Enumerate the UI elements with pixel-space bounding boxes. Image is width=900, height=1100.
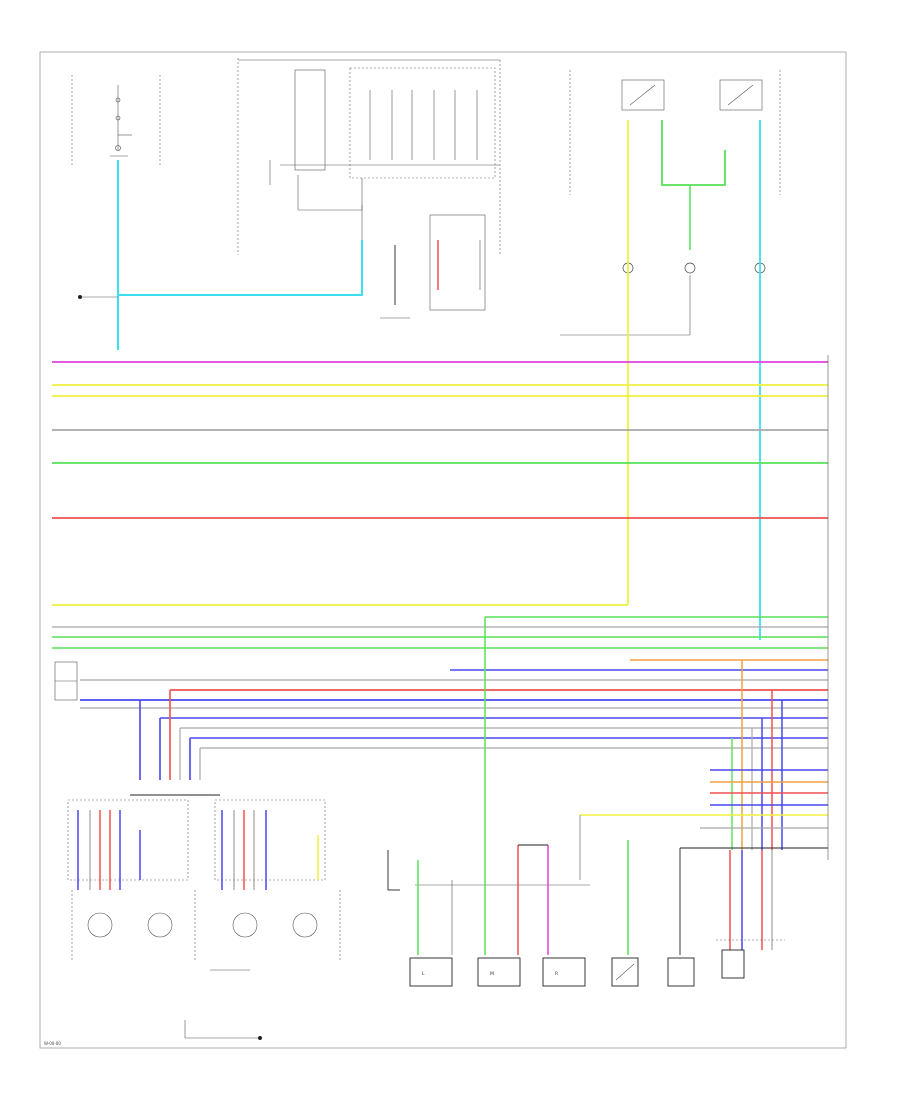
switch-box-4 <box>611 957 639 987</box>
switch-box-5 <box>667 957 695 987</box>
switch-group-left <box>67 799 196 960</box>
sensor-box-3 <box>542 957 586 987</box>
sensor-block-center <box>380 214 486 319</box>
fuse-block-top-left <box>71 75 161 165</box>
sensor-box-2 <box>477 957 521 987</box>
svg-text:L: L <box>422 971 425 977</box>
harness-right-drop <box>580 660 828 850</box>
diagram-frame <box>39 51 847 1049</box>
harness-lower <box>80 659 828 796</box>
cyan-wire-topleft <box>78 160 363 350</box>
sensor-box-1 <box>409 957 453 987</box>
switch-group-center-left <box>210 799 341 971</box>
svg-text:M: M <box>490 971 494 977</box>
left-connector <box>54 661 78 701</box>
connector-box-6 <box>721 949 745 979</box>
ground-bottom: W-00-00 <box>44 1020 262 1046</box>
svg-text:R: R <box>555 971 558 977</box>
horizontal-bus <box>52 361 828 649</box>
control-module-box <box>237 58 501 255</box>
relay-group-top-right <box>560 70 781 336</box>
page-code: W-00-00 <box>44 1041 61 1046</box>
sensor-row-bottom: L M R <box>387 617 785 987</box>
